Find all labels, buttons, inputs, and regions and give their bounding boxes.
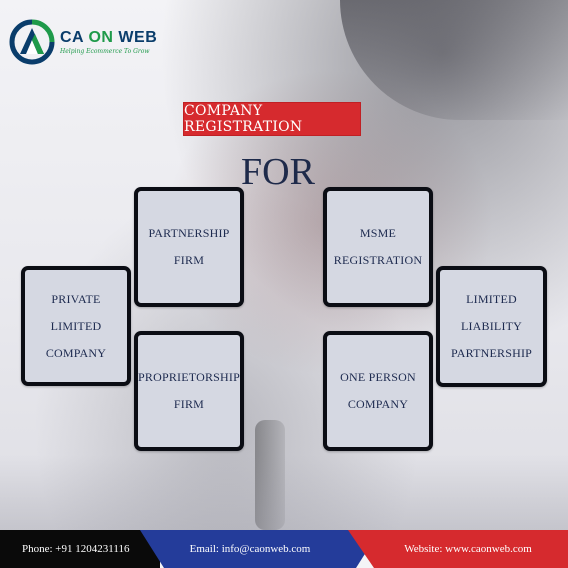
footer-email[interactable]: Email: info@caonweb.com <box>140 530 380 568</box>
card-limited-liability-partnership[interactable]: LIMITED LIABILITY PARTNERSHIP <box>436 266 547 387</box>
contact-footer: Phone: +91 1204231116 Email: info@caonwe… <box>0 530 568 568</box>
background-table <box>0 455 568 530</box>
for-heading: FOR <box>241 151 315 193</box>
company-registration-banner: COMPANY REGISTRATION <box>183 102 361 136</box>
footer-website[interactable]: Website: www.caonweb.com <box>348 530 568 568</box>
background-sleeve <box>340 0 568 120</box>
card-private-limited-company[interactable]: PRIVATE LIMITED COMPANY <box>21 266 131 386</box>
brand-logo[interactable]: CA ON WEB Helping Ecommerce To Grow <box>8 16 178 68</box>
card-proprietorship-firm[interactable]: PROPRIETORSHIP FIRM <box>134 331 244 451</box>
footer-phone[interactable]: Phone: +91 1204231116 <box>0 530 160 568</box>
card-msme-registration[interactable]: MSME REGISTRATION <box>323 187 433 307</box>
background-pen <box>255 420 285 530</box>
card-one-person-company[interactable]: ONE PERSON COMPANY <box>323 331 433 451</box>
card-partnership-firm[interactable]: PARTNERSHIP FIRM <box>134 187 244 307</box>
logo-a-icon <box>8 18 56 66</box>
brand-tagline: Helping Ecommerce To Grow <box>60 48 150 55</box>
background-photo <box>0 0 568 530</box>
brand-name: CA ON WEB <box>60 29 158 46</box>
